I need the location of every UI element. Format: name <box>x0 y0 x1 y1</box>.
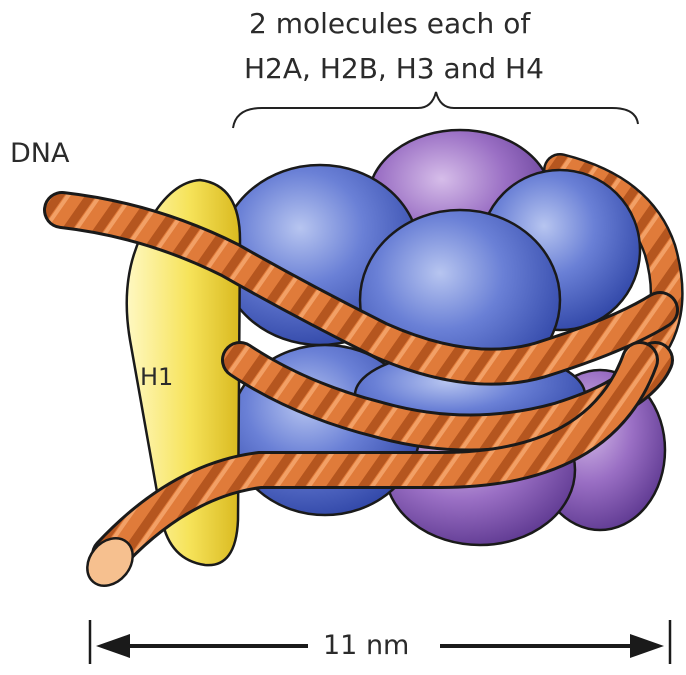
octamer-bracket <box>233 92 638 128</box>
scale-label: 11 nm <box>323 632 409 659</box>
octamer-caption-line1: 2 molecules each of <box>249 10 530 38</box>
dna-label: DNA <box>10 140 69 167</box>
octamer-caption-line2: H2A, H2B, H3 and H4 <box>244 55 544 83</box>
h1-label: H1 <box>140 365 173 389</box>
